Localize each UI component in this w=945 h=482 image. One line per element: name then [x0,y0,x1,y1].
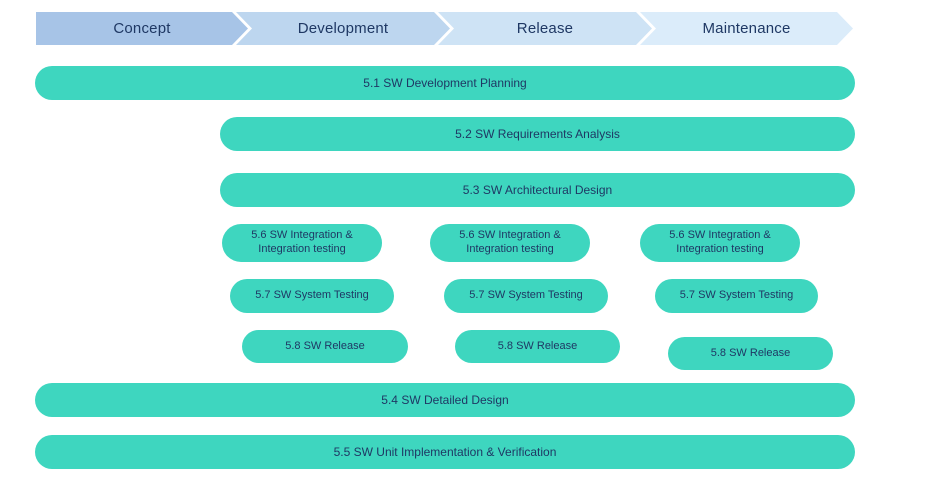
bar-5-7-sw-system-testing-2: 5.7 SW System Testing [444,279,608,313]
bar-5-7-sw-system-testing-1: 5.7 SW System Testing [230,279,394,313]
phase-label-maintenance: Maintenance [702,20,791,37]
bar-5-6-sw-integration-testing-3: 5.6 SW Integration & Integration testing [640,224,800,262]
bar-5-2-sw-requirements-analysis: 5.2 SW Requirements Analysis [220,117,855,151]
phase-label-release: Release [516,20,574,37]
phase-chevron-maintenance: Maintenance [640,12,853,45]
bar-5-1-sw-development-planning: 5.1 SW Development Planning [35,66,855,100]
bar-label: 5.7 SW System Testing [255,289,369,302]
bar-label-line1: 5.6 SW Integration & [251,229,353,242]
phase-chevron-concept: Concept [36,12,248,45]
bar-5-6-sw-integration-testing-2: 5.6 SW Integration & Integration testing [430,224,590,262]
bar-5-5-sw-unit-implementation-verification: 5.5 SW Unit Implementation & Verificatio… [35,435,855,469]
bar-5-7-sw-system-testing-3: 5.7 SW System Testing [655,279,818,313]
bar-5-4-sw-detailed-design: 5.4 SW Detailed Design [35,383,855,417]
bar-label: 5.3 SW Architectural Design [462,182,613,197]
bar-label-line2: Integration testing [258,243,346,255]
phase-label-concept: Concept [113,20,171,37]
bar-label: 5.8 SW Release [710,346,791,359]
bar-5-6-sw-integration-testing-1: 5.6 SW Integration & Integration testing [222,224,382,262]
bar-label: 5.7 SW System Testing [679,289,794,302]
phase-chevron-release: Release [438,12,652,45]
bar-label: 5.2 SW Requirements Analysis [455,126,620,141]
bar-label: 5.1 SW Development Planning [363,75,527,90]
bar-label-line1: 5.6 SW Integration & [459,229,561,242]
bar-5-8-sw-release-2: 5.8 SW Release [455,330,620,363]
phase-label-development: Development [297,20,389,37]
bar-label: 5.5 SW Unit Implementation & Verificatio… [333,444,557,459]
bar-5-3-sw-architectural-design: 5.3 SW Architectural Design [220,173,855,207]
bar-label: 5.8 SW Release [497,339,578,352]
bar-label-line1: 5.6 SW Integration & [669,229,771,242]
bar-label-line2: Integration testing [466,243,554,255]
bar-label-line2: Integration testing [676,243,764,255]
bar-label: 5.7 SW System Testing [469,289,583,302]
bar-label: 5.8 SW Release [285,339,365,352]
bar-5-8-sw-release-1: 5.8 SW Release [242,330,408,363]
bar-label: 5.4 SW Detailed Design [381,392,509,407]
bar-5-8-sw-release-3: 5.8 SW Release [668,337,833,370]
phase-chevron-development: Development [236,12,450,45]
